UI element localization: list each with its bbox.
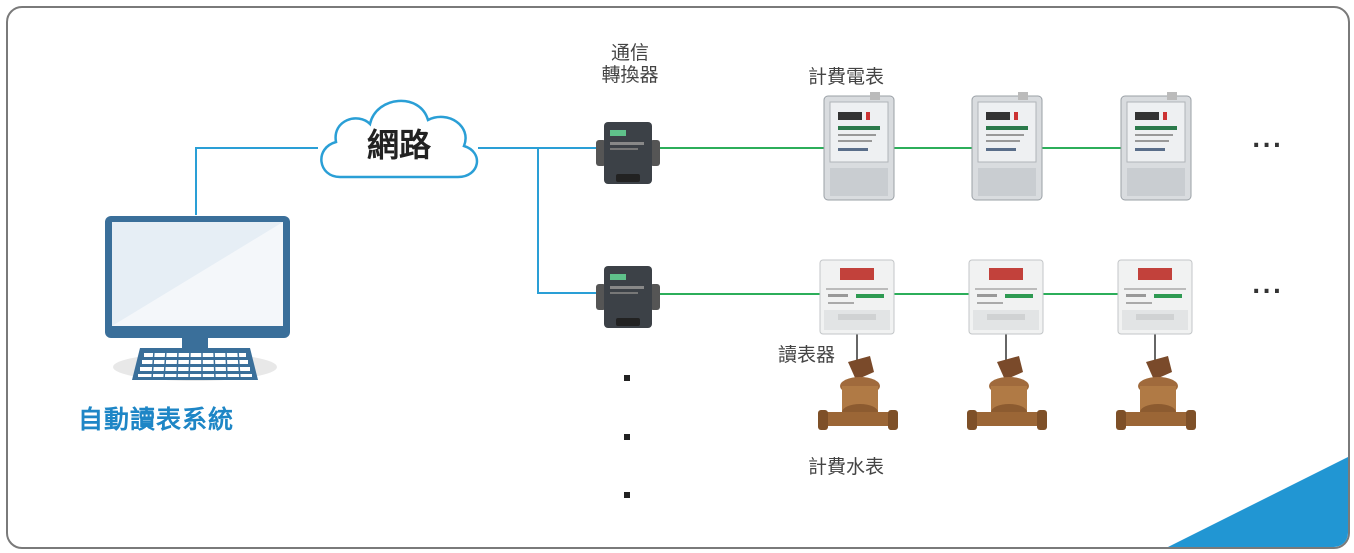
electric-meter-icon: [823, 92, 895, 201]
pc-to-cloud-line: [195, 147, 318, 215]
electric-meter-icon: [1120, 92, 1192, 201]
water-meter-icon: [967, 356, 1047, 430]
system-title: 自動讀表系統: [78, 405, 235, 434]
reader-icon: [1117, 259, 1193, 335]
cloud-icon: [320, 99, 479, 179]
electric-meter-icon: [971, 92, 1043, 201]
water-meter-label: 計費水表: [808, 456, 885, 478]
corner-accent: [1168, 457, 1348, 547]
water-meter-icon: [1116, 356, 1196, 430]
reader-icon: [819, 259, 895, 335]
network-label: 網路: [366, 126, 431, 164]
converter-icon: [596, 266, 660, 328]
electric-meter-label: 計費電表: [808, 66, 885, 88]
converter-label-line1: 通信: [610, 42, 649, 64]
reader-icon: [968, 259, 1044, 335]
converter-label-line2: 轉換器: [601, 64, 659, 86]
water-meter-icon: [818, 356, 898, 430]
keyboard-icon: [132, 348, 258, 380]
converter-icon: [596, 122, 660, 184]
more-converters-dot: [624, 375, 630, 381]
branch-to-converter2-line: [537, 148, 600, 294]
more-readers: ...: [1252, 274, 1284, 299]
reader-label: 讀表器: [778, 344, 836, 366]
more-converters-dot: [624, 492, 630, 498]
more-converters-dot: [624, 434, 630, 440]
more-electric-meters: ...: [1252, 128, 1284, 153]
